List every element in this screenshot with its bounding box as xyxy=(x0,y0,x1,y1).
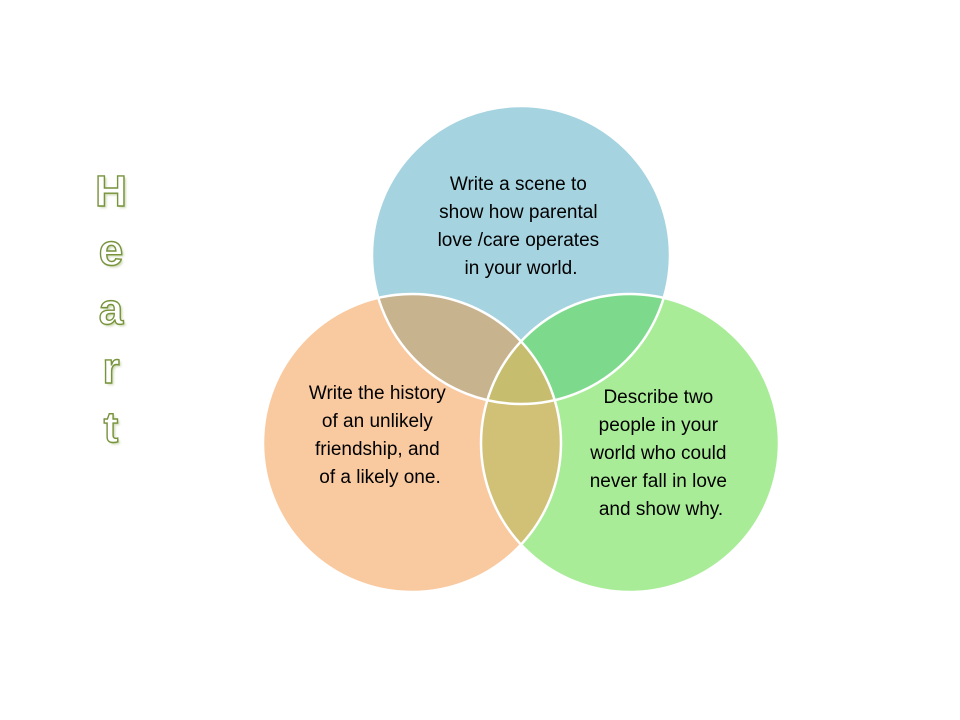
title-letter: e xyxy=(98,226,124,275)
title-letter: a xyxy=(98,285,124,334)
title-letter: t xyxy=(103,403,119,452)
circle-top-outline xyxy=(370,104,672,406)
title-letter: r xyxy=(102,344,121,393)
left-text-line: friendship, and xyxy=(315,439,440,460)
vertical-title: H e a r t xyxy=(84,167,138,490)
right-text-line: Describe two xyxy=(603,387,713,408)
left-circle-text: Write the history of an unlikely friends… xyxy=(309,383,451,488)
left-text-line: of an unlikely xyxy=(322,411,433,432)
overlap-top-left xyxy=(372,294,561,404)
top-text-line: love /care operates xyxy=(438,230,600,251)
left-text-line: of a likely one. xyxy=(319,467,440,488)
top-text-line: show how parental xyxy=(439,202,597,223)
right-text-line: world who could xyxy=(589,443,726,464)
top-text-line: Write a scene to xyxy=(450,174,587,195)
circle-right-outline xyxy=(479,292,781,594)
right-text-line: and show why. xyxy=(599,499,723,520)
overlap-top-right xyxy=(481,294,670,404)
right-circle-text: Describe two people in your world who co… xyxy=(589,387,732,520)
circle-left-outline xyxy=(261,292,563,594)
title-letter: H xyxy=(94,167,127,216)
right-text-line: people in your xyxy=(599,415,719,436)
left-text-line: Write the history xyxy=(309,383,446,404)
top-text-line: in your world. xyxy=(465,258,578,279)
right-text-line: never fall in love xyxy=(590,471,727,492)
top-circle-text: Write a scene to show how parental love … xyxy=(438,174,605,279)
